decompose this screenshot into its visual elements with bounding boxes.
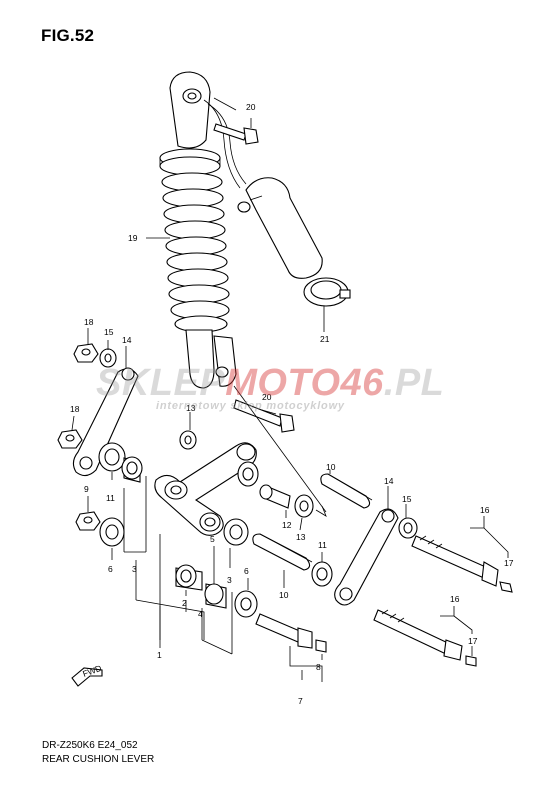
- nut-17-upper[interactable]: [499, 581, 513, 593]
- callout-3-right: 3: [227, 575, 232, 585]
- callout-15-right: 15: [402, 494, 412, 504]
- washer-6-right[interactable]: [234, 590, 258, 618]
- callout-11-left: 11: [106, 493, 115, 503]
- callout-1: 1: [157, 650, 162, 660]
- callout-20-upper: 20: [246, 102, 256, 112]
- callout-17-upper: 17: [504, 558, 514, 568]
- callout-9: 9: [84, 484, 89, 494]
- watermark-logo: SKLEPMOTO46.PL: [96, 362, 445, 404]
- callout-5: 5: [210, 534, 215, 544]
- callout-6-right: 6: [244, 566, 249, 576]
- nut-18-upper[interactable]: [73, 343, 99, 363]
- bushing-5[interactable]: [204, 583, 227, 609]
- bolt-7[interactable]: [255, 613, 313, 649]
- model-code: DR-Z250K6 E24_052: [42, 740, 138, 751]
- callout-3-left: 3: [132, 564, 137, 574]
- diagram-title: REAR CUSHION LEVER: [42, 754, 155, 765]
- nut-8[interactable]: [315, 639, 327, 653]
- bearing-11-left[interactable]: [98, 442, 126, 472]
- nut-9[interactable]: [75, 511, 101, 531]
- bolt-20-upper[interactable]: [213, 123, 259, 145]
- callout-14-right: 14: [384, 476, 394, 486]
- callout-6-left: 6: [108, 564, 113, 574]
- leader-lines: [71, 97, 509, 682]
- sleeve-10-lower[interactable]: [252, 533, 313, 571]
- nut-18-lower[interactable]: [57, 429, 83, 449]
- callout-13-lower: 13: [296, 532, 306, 542]
- callout-15-left: 15: [104, 327, 114, 337]
- nut-17-lower[interactable]: [465, 655, 477, 667]
- callout-16-upper: 16: [480, 505, 490, 515]
- cushion-rod-right[interactable]: [334, 508, 399, 606]
- callout-17-lower: 17: [468, 636, 478, 646]
- sleeve-10-upper[interactable]: [320, 473, 373, 509]
- bearing-3-right[interactable]: [223, 518, 249, 546]
- rear-shock-absorber[interactable]: [159, 71, 247, 389]
- bolt-16-upper[interactable]: [411, 535, 499, 587]
- washer-15-right[interactable]: [398, 517, 418, 539]
- shock-spring: [161, 172, 230, 333]
- washer-13-upper[interactable]: [179, 430, 197, 450]
- washer-6-left[interactable]: [99, 517, 125, 547]
- cushion-lever[interactable]: [154, 442, 257, 536]
- callout-18-lower: 18: [70, 404, 80, 414]
- shock-reservoir[interactable]: [237, 177, 323, 279]
- callout-2: 2: [182, 598, 187, 608]
- bushing-2[interactable]: [175, 564, 203, 591]
- callout-7: 7: [298, 696, 303, 706]
- callout-16-lower: 16: [450, 594, 460, 604]
- washer-13-lower[interactable]: [294, 494, 314, 518]
- callout-21: 21: [320, 334, 330, 344]
- callout-12: 12: [282, 520, 292, 530]
- callout-19: 19: [128, 233, 138, 243]
- bolt-16-lower[interactable]: [373, 609, 463, 661]
- callout-10-upper: 10: [326, 462, 336, 472]
- reservoir-clamp[interactable]: [303, 277, 351, 307]
- watermark-tagline: internetowy sklep motocyklowy: [156, 400, 345, 412]
- callout-20-lower: 20: [262, 392, 272, 402]
- callout-14-left: 14: [122, 335, 132, 345]
- bearing-11-right-upper[interactable]: [237, 461, 259, 487]
- bushing-3-left[interactable]: [121, 456, 143, 483]
- callout-8: 8: [316, 662, 321, 672]
- bolt-20-lower[interactable]: [233, 399, 295, 433]
- front-direction-arrow: FWD: [71, 663, 103, 687]
- washer-11-lower[interactable]: [311, 561, 333, 587]
- callout-10-lower: 10: [279, 590, 289, 600]
- figure-number: FIG.52: [41, 26, 95, 45]
- callout-18-upper: 18: [84, 317, 94, 327]
- cushion-rod-left[interactable]: [72, 367, 139, 477]
- spacer-12[interactable]: [259, 484, 291, 509]
- callout-13-upper: 13: [186, 403, 196, 413]
- callout-11-right: 11: [318, 540, 327, 550]
- callout-labels: 20 19 21 18 15 14 18 13 20 9 11 3 6 10 1…: [70, 102, 514, 706]
- callout-4: 4: [198, 609, 203, 619]
